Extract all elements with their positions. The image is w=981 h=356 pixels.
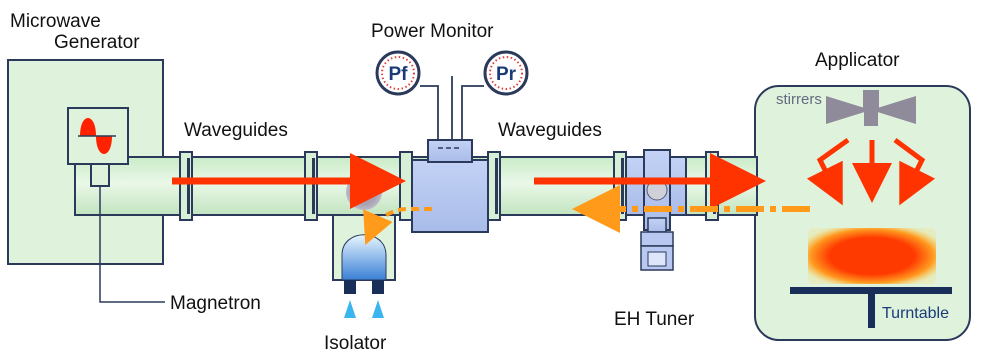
- waveguides-right-label: Waveguides: [498, 120, 602, 141]
- sine-wave-icon: [78, 118, 116, 154]
- power-monitor-coupler: [411, 76, 489, 233]
- applicator-label: Applicator: [815, 50, 900, 71]
- stirred-wave-arrows: [806, 137, 936, 206]
- reflected-wave-arrows: [363, 185, 810, 246]
- heated-load: [808, 228, 936, 284]
- power-monitor-label: Power Monitor: [371, 21, 494, 42]
- microwave-generator-label-line1: Microwave: [10, 11, 101, 32]
- magnetron-antenna: [90, 163, 110, 187]
- pf-gauge: Pf: [375, 50, 421, 96]
- turntable: [790, 287, 952, 328]
- isolator-label: Isolator: [324, 333, 387, 354]
- applicator-housing: [754, 85, 971, 341]
- microwave-generator-label-line2: Generator: [54, 32, 140, 53]
- pr-gauge: Pr: [483, 50, 529, 96]
- coolant-arrow-left: [344, 300, 356, 318]
- turntable-label: Turntable: [882, 305, 949, 322]
- magnetron-label: Magnetron: [170, 293, 261, 314]
- eh-tuner: [625, 149, 687, 271]
- waveguides-left-label: Waveguides: [184, 120, 288, 141]
- pr-gauge-label: Pr: [496, 64, 517, 85]
- pf-gauge-label: Pf: [389, 64, 409, 85]
- fan-stirrer-icon: [826, 90, 916, 126]
- stirrers-label: stirrers: [776, 91, 822, 108]
- eh-tuner-label: EH Tuner: [614, 309, 695, 330]
- magnetron-leader-line: [99, 186, 165, 303]
- coolant-arrow-right: [372, 300, 384, 318]
